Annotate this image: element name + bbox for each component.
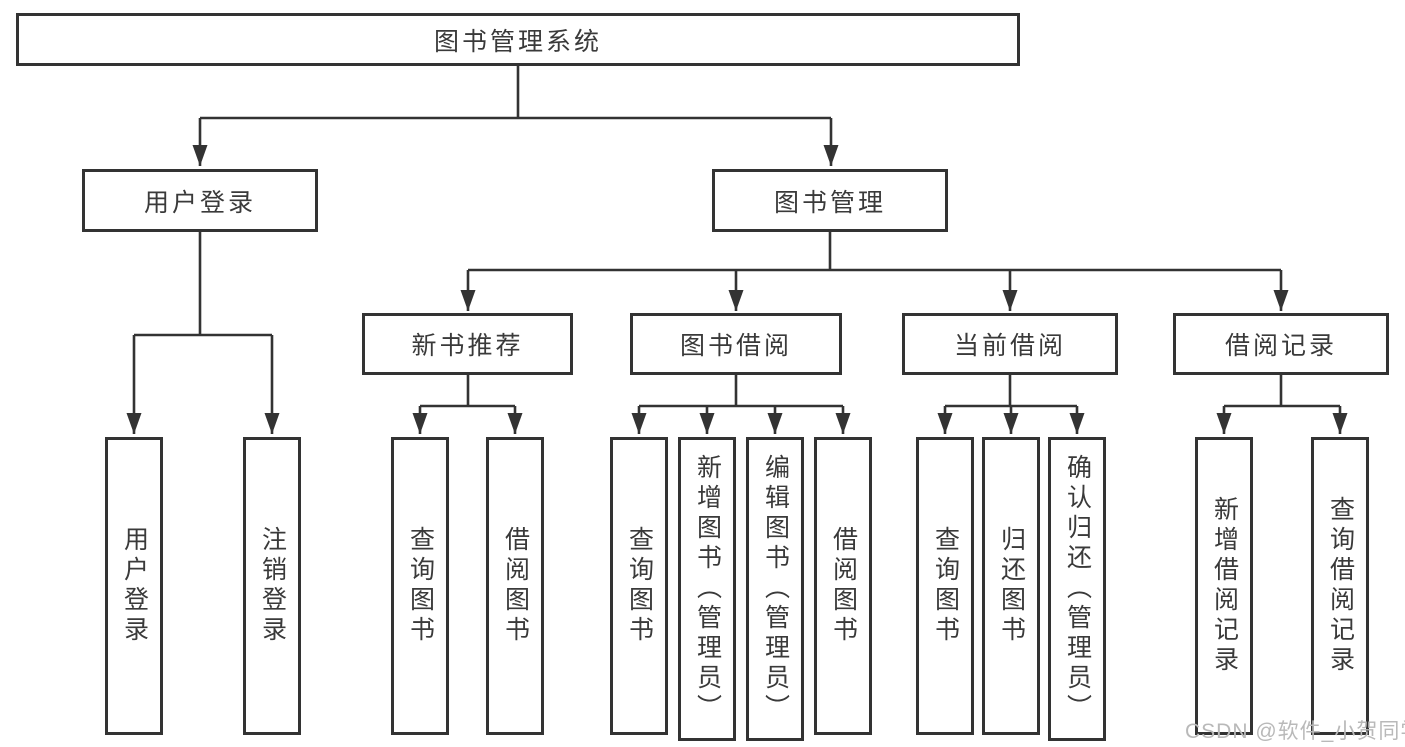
node-new-book-recommend-label: 新书推荐 — [411, 332, 524, 360]
leaf-cb-confirm-return-admin-label: 确认归还（管理员） — [1063, 454, 1092, 724]
leaf-bb-query-books: 查询图书 — [610, 437, 668, 735]
node-book-borrowing: 图书借阅 — [630, 313, 842, 375]
leaf-bb-edit-books-admin-label: 编辑图书（管理员） — [761, 454, 790, 724]
leaf-bb-query-books-label: 查询图书 — [625, 526, 654, 646]
leaf-cb-return-books-label: 归还图书 — [997, 526, 1026, 646]
node-library-system-label: 图书管理系统 — [433, 27, 602, 56]
leaf-cb-confirm-return-admin: 确认归还（管理员） — [1048, 437, 1106, 741]
leaf-bb-borrow-books-label: 借阅图书 — [829, 526, 858, 646]
leaf-cb-return-books: 归还图书 — [982, 437, 1040, 735]
node-current-borrowing: 当前借阅 — [902, 313, 1118, 375]
csdn-watermark: CSDN @软件_小贺同学 — [1185, 720, 1405, 743]
node-user-login-label: 用户登录 — [143, 188, 256, 217]
node-user-login: 用户登录 — [82, 169, 318, 232]
leaf-logout: 注销登录 — [243, 437, 301, 735]
leaf-logout-label: 注销登录 — [258, 526, 287, 646]
leaf-nbr-borrow-books-label: 借阅图书 — [501, 526, 530, 646]
node-new-book-recommend: 新书推荐 — [362, 313, 573, 375]
leaf-br-add-record: 新增借阅记录 — [1195, 437, 1253, 735]
leaf-user-login-label: 用户登录 — [120, 526, 149, 646]
leaf-br-add-record-label: 新增借阅记录 — [1210, 496, 1239, 676]
leaf-bb-add-books-admin-label: 新增图书（管理员） — [693, 454, 722, 724]
leaf-bb-add-books-admin: 新增图书（管理员） — [678, 437, 736, 741]
leaf-bb-edit-books-admin: 编辑图书（管理员） — [746, 437, 804, 741]
leaf-user-login: 用户登录 — [105, 437, 163, 735]
node-book-borrowing-label: 图书借阅 — [679, 332, 792, 360]
node-borrow-records-label: 借阅记录 — [1224, 332, 1337, 360]
node-current-borrowing-label: 当前借阅 — [953, 332, 1066, 360]
leaf-nbr-borrow-books: 借阅图书 — [486, 437, 544, 735]
leaf-br-query-record-label: 查询借阅记录 — [1326, 496, 1355, 676]
node-book-management: 图书管理 — [712, 169, 948, 232]
leaf-bb-borrow-books: 借阅图书 — [814, 437, 872, 735]
leaf-cb-query-books: 查询图书 — [916, 437, 974, 735]
leaf-cb-query-books-label: 查询图书 — [931, 526, 960, 646]
leaf-nbr-query-books: 查询图书 — [391, 437, 449, 735]
node-library-system: 图书管理系统 — [16, 13, 1020, 66]
leaf-nbr-query-books-label: 查询图书 — [406, 526, 435, 646]
node-book-management-label: 图书管理 — [773, 188, 886, 217]
node-borrow-records: 借阅记录 — [1173, 313, 1389, 375]
leaf-br-query-record: 查询借阅记录 — [1311, 437, 1369, 735]
